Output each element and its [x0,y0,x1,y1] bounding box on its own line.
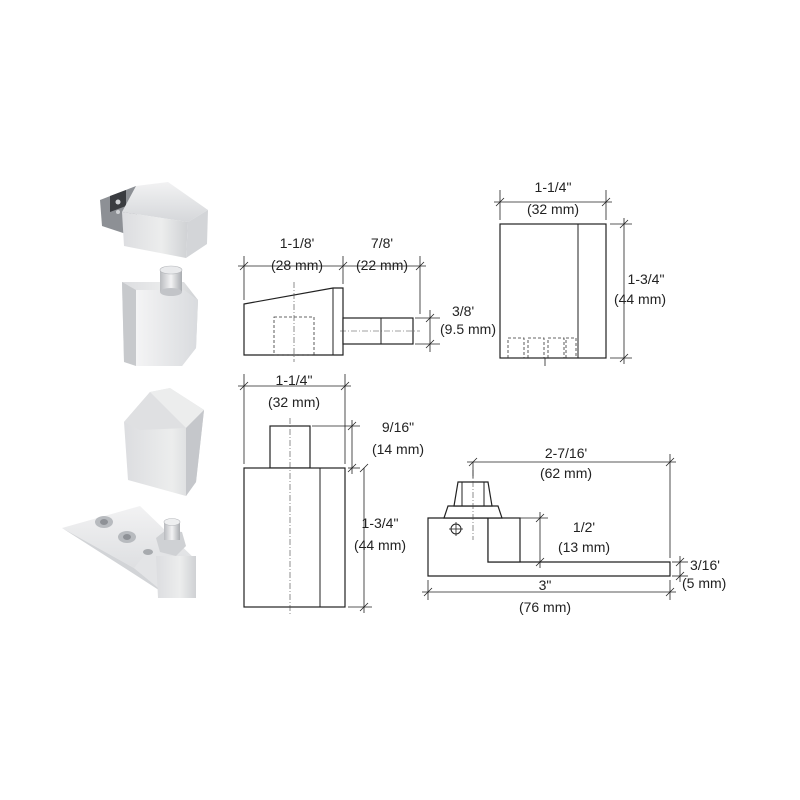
intermediate-pivot-elevation: 1-1/4" (32 mm) 9/16" (14 mm) 1-3/4" (44 … [238,372,424,614]
dim-bot-plate-2: (5 mm) [682,575,726,591]
dim-bot-step-1: 1/2' [573,519,595,535]
dim-bot-pivot-1: 2-7/16' [545,445,587,461]
dim-bot-step-2: (13 mm) [558,539,610,555]
top-pivot-elevation: 1-1/8' (28 mm) 7/8' (22 mm) 3/8' (9.5 mm… [238,235,496,362]
dim-bot-plate-1: 3/16' [690,557,720,573]
dim-mid-height-1: 1-3/4" [362,515,399,531]
dim-mid-height-2: (44 mm) [354,537,406,553]
dim-mid-width-1: 1-1/4" [276,372,313,388]
dim-mid-pin-height-1: 9/16" [382,419,414,435]
dim-top-body-width-2: (28 mm) [271,257,323,273]
top-pivot-front-view: 1-1/4" (32 mm) 1-3/4" (44 mm) [494,179,666,366]
dim-bot-pivot-2: (62 mm) [540,465,592,481]
dim-bot-length-2: (76 mm) [519,599,571,615]
bottom-pivot-render [62,506,196,598]
dim-mid-width-2: (32 mm) [268,394,320,410]
dim-top-body-width-1: 1-1/8' [280,235,315,251]
dim-top-pin-length-1: 7/8' [371,235,393,251]
top-pin-block-render [122,265,198,366]
dim-top-side-width-2: (32 mm) [527,201,579,217]
bottom-pivot-elevation: 2-7/16' (62 mm) 1/2' (13 mm) 3/16' (5 mm… [422,445,726,615]
intermediate-block-render [124,388,204,496]
dim-top-side-width-1: 1-1/4" [535,179,572,195]
top-pivot-render [100,182,208,258]
dim-mid-pin-height-2: (14 mm) [372,441,424,457]
dim-top-side-height-2: (44 mm) [614,291,666,307]
dim-bot-length-1: 3" [539,577,552,593]
dim-top-pin-length-2: (22 mm) [356,257,408,273]
dim-top-side-height-1: 1-3/4" [628,271,665,287]
dim-top-pin-dia-1: 3/8' [452,303,474,319]
dim-top-pin-dia-2: (9.5 mm) [440,321,496,337]
